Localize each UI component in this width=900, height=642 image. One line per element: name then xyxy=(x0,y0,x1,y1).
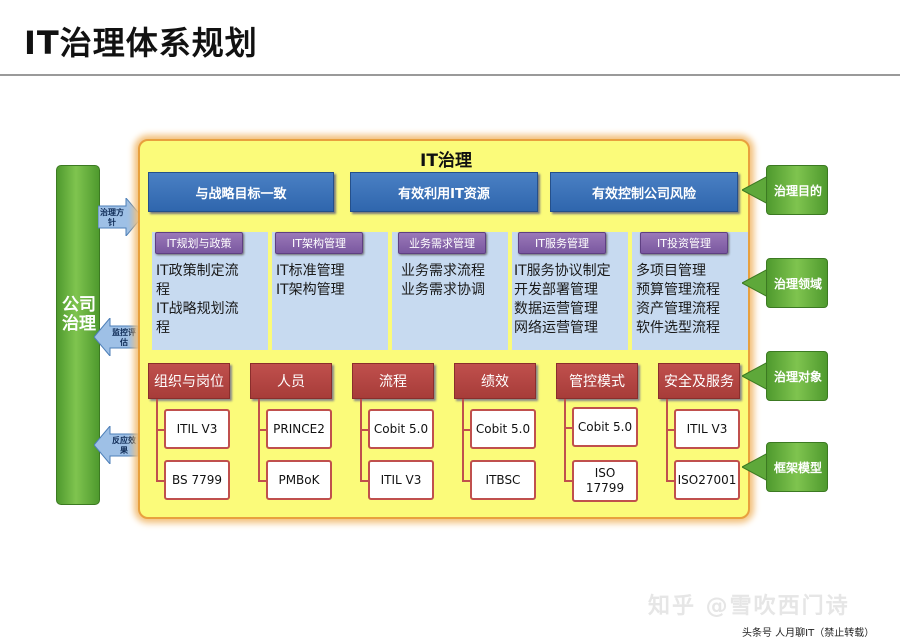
tag-framework-model: 框架模型 xyxy=(766,442,828,492)
connector xyxy=(564,480,572,482)
domain-item: 多项目管理 xyxy=(636,263,706,279)
domain-item: 业务需求协调 xyxy=(401,282,485,298)
domain-it-planning: IT规划与政策 IT政策制定流 程 IT战略规划流 程 xyxy=(152,232,268,350)
connector xyxy=(462,399,464,482)
framework-box: Cobit 5.0 xyxy=(368,409,434,449)
domain-item: 预算管理流程 xyxy=(636,282,720,298)
domain-head-it-service: IT服务管理 xyxy=(518,232,606,254)
connector xyxy=(360,429,368,431)
framework-box: ISO 17799 xyxy=(572,460,638,502)
framework-box: ISO27001 xyxy=(674,460,740,500)
connector xyxy=(462,429,470,431)
domain-items-it-service: IT服务协议制定 开发部署管理 数据运营管理 网络运营管理 xyxy=(514,262,630,338)
framework-box: BS 7799 xyxy=(164,460,230,500)
domain-item: IT标准管理 xyxy=(276,263,345,279)
framework-box: Cobit 5.0 xyxy=(470,409,536,449)
domain-item: 软件选型流程 xyxy=(636,320,720,336)
connector xyxy=(666,399,668,482)
connector xyxy=(462,480,470,482)
domain-it-architecture: IT架构管理 IT标准管理 IT架构管理 xyxy=(272,232,388,350)
connector xyxy=(666,480,674,482)
domain-it-service: IT服务管理 IT服务协议制定 开发部署管理 数据运营管理 网络运营管理 xyxy=(512,232,628,350)
object-org-positions: 组织与岗位 xyxy=(148,363,230,399)
connector xyxy=(564,399,566,482)
object-personnel: 人员 xyxy=(250,363,332,399)
object-performance: 绩效 xyxy=(454,363,536,399)
domain-items-business-requirements: 业务需求流程 业务需求协调 xyxy=(401,262,511,300)
connector xyxy=(156,480,164,482)
goal-resource-utilization: 有效利用IT资源 xyxy=(350,172,538,212)
domain-items-it-architecture: IT标准管理 IT架构管理 xyxy=(276,262,386,300)
governance-policy-arrow xyxy=(98,198,142,236)
goal-risk-control: 有效控制公司风险 xyxy=(550,172,738,212)
domain-head-business-requirements: 业务需求管理 xyxy=(398,232,486,254)
tag-governance-object: 治理对象 xyxy=(766,351,828,401)
domain-item: 资产管理流程 xyxy=(636,301,720,317)
title-divider xyxy=(0,74,900,76)
connector xyxy=(360,399,362,482)
tag-pointer xyxy=(742,453,768,481)
framework-box: ITIL V3 xyxy=(164,409,230,449)
tag-governance-purpose: 治理目的 xyxy=(766,165,828,215)
framework-box: ITIL V3 xyxy=(368,460,434,500)
object-control-mode: 管控模式 xyxy=(556,363,638,399)
domain-item: 业务需求流程 xyxy=(401,263,485,279)
watermark: 知乎 @雪吹西门诗 xyxy=(648,594,850,619)
domain-it-investment: IT投资管理 多项目管理 预算管理流程 资产管理流程 软件选型流程 xyxy=(632,232,748,350)
it-governance-title: IT治理 xyxy=(420,151,472,171)
it-governance-panel: IT治理 与战略目标一致 有效利用IT资源 有效控制公司风险 IT规划与政策 I… xyxy=(138,139,750,519)
domain-item: IT战略规划流 xyxy=(156,301,239,317)
domain-item: IT架构管理 xyxy=(276,282,345,298)
feedback-effect-label: 反应效果 xyxy=(112,436,136,455)
corporate-governance-bar: 公司治理 xyxy=(56,165,100,505)
connector xyxy=(258,399,260,482)
domain-item: 程 xyxy=(156,282,170,298)
connector xyxy=(360,480,368,482)
domain-item: 数据运营管理 xyxy=(514,301,598,317)
connector xyxy=(156,429,164,431)
goal-strategic-alignment: 与战略目标一致 xyxy=(148,172,334,212)
tag-pointer xyxy=(742,176,768,204)
framework-box: PRINCE2 xyxy=(266,409,332,449)
connector xyxy=(666,429,674,431)
tag-governance-domain: 治理领域 xyxy=(766,258,828,308)
feedback-effect-arrow xyxy=(94,426,138,464)
domain-items-it-planning: IT政策制定流 程 IT战略规划流 程 xyxy=(156,262,266,338)
corporate-governance-label: 公司治理 xyxy=(62,295,96,334)
domain-items-it-investment: 多项目管理 预算管理流程 资产管理流程 软件选型流程 xyxy=(636,262,746,338)
domain-item: 程 xyxy=(156,320,170,336)
object-security-service: 安全及服务 xyxy=(658,363,740,399)
governance-policy-label: 治理方针 xyxy=(100,208,124,227)
page-title: IT治理体系规划 xyxy=(24,24,258,62)
framework-box: ITIL V3 xyxy=(674,409,740,449)
monitor-evaluate-label: 监控评估 xyxy=(112,328,136,347)
domain-business-requirements: 业务需求管理 业务需求流程 业务需求协调 xyxy=(392,232,508,350)
footer-note: 头条号 人月聊IT（禁止转载） xyxy=(742,628,875,639)
object-process: 流程 xyxy=(352,363,434,399)
connector xyxy=(564,427,572,429)
domain-head-it-architecture: IT架构管理 xyxy=(275,232,363,254)
framework-box: Cobit 5.0 xyxy=(572,407,638,447)
monitor-evaluate-arrow xyxy=(94,318,138,356)
framework-box: ITBSC xyxy=(470,460,536,500)
domain-item: IT政策制定流 xyxy=(156,263,239,279)
domain-head-it-planning: IT规划与政策 xyxy=(155,232,243,254)
connector xyxy=(258,429,266,431)
domain-item: IT服务协议制定 xyxy=(514,263,611,279)
domain-head-it-investment: IT投资管理 xyxy=(640,232,728,254)
domain-item: 网络运营管理 xyxy=(514,320,598,336)
connector xyxy=(258,480,266,482)
tag-pointer xyxy=(742,362,768,390)
connector xyxy=(156,399,158,482)
framework-box: PMBoK xyxy=(266,460,332,500)
domain-item: 开发部署管理 xyxy=(514,282,598,298)
tag-pointer xyxy=(742,269,768,297)
